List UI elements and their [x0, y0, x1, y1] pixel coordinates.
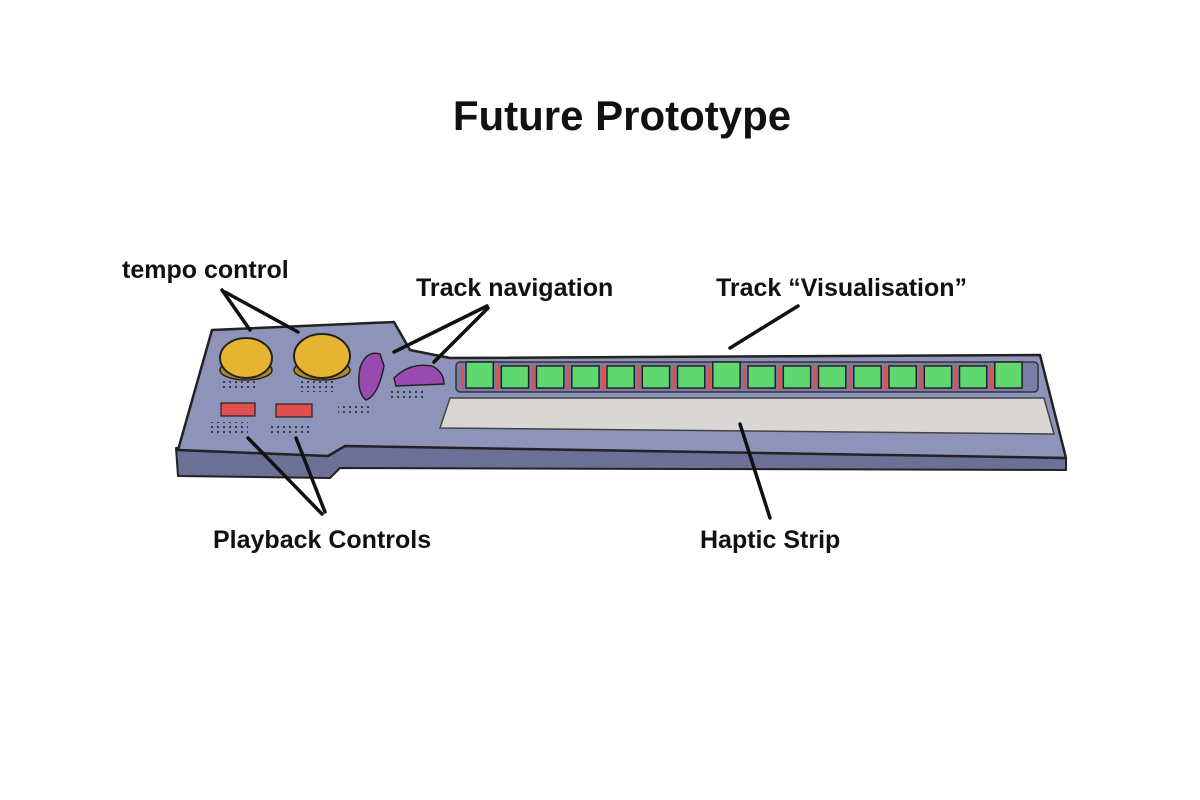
track-cell [888, 365, 918, 389]
label-track-visualisation: Track “Visualisation” [716, 274, 968, 302]
track-cell-separator [531, 366, 535, 390]
track-cell [853, 365, 882, 389]
track-cell [817, 365, 847, 389]
track-cell-separator [884, 366, 887, 390]
track-cell-separator [919, 366, 923, 390]
pointer-line-nav-left [392, 304, 489, 354]
track-cell-separator [813, 366, 817, 390]
track-cell-separator [778, 366, 782, 390]
track-cell [571, 365, 600, 389]
track-cell-separator [848, 366, 852, 390]
braille-dots [208, 422, 248, 434]
track-cell-separator [566, 366, 570, 390]
track-cell [500, 365, 530, 389]
label-playback-controls: Playback Controls [213, 526, 432, 554]
track-visualisation [461, 361, 1023, 390]
track-cell-separator [637, 366, 641, 390]
track-cell [782, 365, 812, 389]
track-cell-separator [954, 366, 958, 390]
track-cell-separator [461, 366, 464, 390]
track-nav-next-button[interactable] [393, 364, 445, 387]
haptic-strip [438, 397, 1055, 435]
track-cell [923, 365, 953, 389]
braille-dots [300, 380, 336, 392]
track-cell [606, 365, 636, 389]
pointer-line-tempo-left [220, 288, 252, 332]
braille-dots [222, 378, 258, 390]
label-tempo-control: tempo control [122, 256, 289, 284]
track-nav-prev-button[interactable] [358, 352, 385, 401]
track-cell-separator [602, 366, 605, 390]
pointer-line-visualisation [728, 304, 800, 350]
diagram-title: Future Prototype [452, 92, 792, 139]
pointer-line-playback-left [246, 436, 324, 516]
label-track-navigation: Track navigation [416, 274, 614, 302]
pointer-line-nav-right [432, 306, 490, 364]
playback-button-right[interactable] [275, 403, 313, 418]
track-cell-separator [496, 366, 500, 390]
pointer-line-tempo-right [223, 290, 300, 334]
track-cell [535, 365, 565, 389]
label-haptic-strip: Haptic Strip [700, 526, 841, 554]
pointer-line-haptic [738, 422, 772, 520]
track-cell [994, 361, 1023, 389]
braille-dots [270, 424, 310, 436]
tempo-knob-left[interactable] [219, 337, 273, 381]
pointer-line-playback-right [294, 436, 327, 514]
braille-dots [388, 390, 424, 400]
track-cell-separator [707, 366, 711, 390]
track-cell [712, 361, 741, 389]
track-cell [676, 365, 706, 389]
track-cell-separator [989, 366, 993, 390]
track-cell-separator [743, 366, 746, 390]
track-cell [747, 365, 777, 389]
track-cell [958, 365, 988, 389]
tempo-knob-right[interactable] [293, 333, 351, 381]
playback-button-left[interactable] [220, 402, 256, 417]
track-cell-separator [672, 366, 676, 390]
braille-dots [338, 404, 372, 414]
track-cell [641, 365, 671, 389]
track-cell [465, 361, 495, 389]
